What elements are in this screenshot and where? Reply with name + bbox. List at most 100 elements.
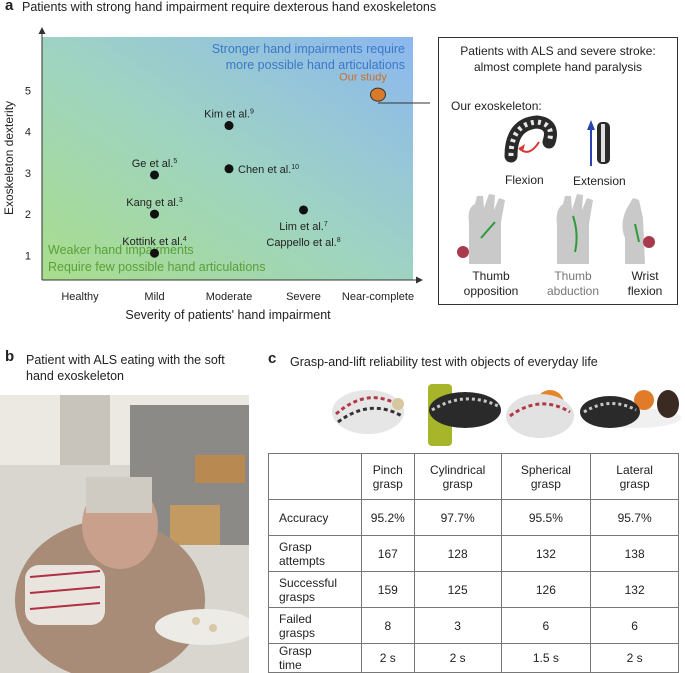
data-label: Kim et al.9 — [204, 109, 254, 121]
label-thumb-abduction-1: Thumb — [554, 269, 592, 283]
table-cell: 132 — [500, 535, 592, 572]
label-wrist-flexion-1: Wrist — [631, 269, 659, 283]
data-label: Our study — [339, 72, 387, 84]
flexion-illustration — [504, 115, 557, 163]
table-cell: 2 s — [360, 643, 415, 673]
data-point — [150, 170, 159, 180]
table-cell: 132 — [590, 571, 679, 608]
table-cell: 1.5 s — [500, 643, 592, 673]
table-cell: 128 — [413, 535, 502, 572]
y-tick-label: 3 — [25, 168, 31, 180]
table-cell: 95.5% — [500, 499, 592, 536]
table-cell: 159 — [360, 571, 415, 608]
y-axis-label: Exoskeleton dexterity — [2, 101, 16, 215]
table-cell: 95.2% — [360, 499, 415, 536]
inset-subheading: Our exoskeleton: — [451, 99, 542, 113]
patient-photo — [0, 395, 249, 673]
table-cell: 126 — [500, 571, 592, 608]
label-extension: Extension — [573, 174, 626, 188]
label-flexion: Flexion — [505, 173, 544, 187]
top-note-line1: Stronger hand impairments require — [212, 42, 405, 56]
panel-c-letter: c — [268, 350, 277, 367]
data-label: Kottink et al.4 — [122, 236, 187, 248]
panel-b-title-line2: hand exoskeleton — [26, 369, 124, 383]
x-tick-label: Mild — [144, 291, 164, 303]
extension-illustration — [587, 120, 610, 166]
label-thumb-opposition-2: opposition — [463, 284, 519, 298]
top-note-line2: more possible hand articulations — [226, 58, 405, 72]
thumb-opposition-illustration — [457, 194, 505, 264]
data-label: Lim et al.7 — [279, 221, 328, 233]
panel-c-title: Grasp-and-lift reliability test with obj… — [290, 355, 598, 369]
table-cell: 8 — [360, 607, 415, 644]
grasp-photos — [332, 384, 681, 446]
table-cell: 6 — [500, 607, 592, 644]
table-cell: 2 s — [413, 643, 502, 673]
data-point — [150, 209, 159, 219]
table-cell: 6 — [590, 607, 679, 644]
dexterity-chart: 1 2 3 4 5 Healthy Mild Moderate Severe Near-comp… — [2, 27, 430, 322]
data-label: Chen et al.10 — [238, 164, 299, 176]
inset-heading-line1: Patients with ALS and severe stroke: — [460, 44, 656, 58]
label-thumb-abduction-2: abduction — [546, 284, 600, 298]
wrist-flexion-illustration — [622, 198, 655, 264]
data-point — [224, 121, 234, 131]
x-tick-label: Near-complete — [342, 291, 414, 303]
inset-heading-line2: almost complete hand paralysis — [473, 60, 643, 74]
pinch-grasp-photo — [332, 390, 404, 434]
data-point — [150, 248, 159, 258]
x-axis — [42, 276, 423, 284]
label-wrist-flexion-2: flexion — [627, 284, 663, 298]
y-tick-label: 4 — [25, 127, 31, 139]
data-point — [224, 164, 234, 174]
table-cell: 138 — [590, 535, 679, 572]
x-tick-label: Healthy — [61, 291, 99, 303]
x-tick-label: Moderate — [206, 291, 252, 303]
data-point-our-study — [370, 87, 386, 102]
data-point — [299, 205, 308, 215]
table-cell: 95.7% — [590, 499, 679, 536]
data-label: Cappello et al.8 — [266, 237, 340, 249]
table-cell: 97.7% — [413, 499, 502, 536]
table-row-header: Accuracy — [268, 499, 362, 536]
panel-b-letter: b — [5, 348, 15, 365]
y-tick-label: 5 — [25, 86, 31, 98]
table-corner-cell — [268, 453, 362, 500]
cylindrical-grasp-photo — [428, 384, 501, 446]
bottom-note-line2: Require few possible hand articulations — [48, 260, 266, 274]
lateral-grasp-photo — [580, 390, 681, 428]
table-cell: 167 — [360, 535, 415, 572]
chart-background — [42, 37, 413, 280]
spherical-grasp-photo — [506, 390, 574, 438]
table-cell: 3 — [413, 607, 502, 644]
panel-a-title: Patients with strong hand impairment req… — [22, 0, 437, 14]
y-tick-label: 2 — [25, 209, 31, 221]
exoskeleton-inset: Patients with ALS and severe stroke: alm… — [438, 37, 678, 305]
thumb-abduction-illustration — [556, 194, 593, 264]
table-cell: 125 — [413, 571, 502, 608]
panel-b-title-line1: Patient with ALS eating with the soft — [26, 353, 225, 367]
y-tick-label: 1 — [25, 250, 31, 262]
label-thumb-opposition-1: Thumb — [472, 269, 510, 283]
x-tick-label: Severe — [286, 291, 321, 303]
data-label: Kang et al.3 — [126, 197, 183, 209]
panel-a-letter: a — [5, 0, 14, 14]
exoskeleton-illustrations — [457, 115, 655, 264]
y-axis — [38, 27, 46, 280]
data-label: Ge et al.5 — [132, 158, 178, 170]
table-cell: 2 s — [590, 643, 679, 673]
